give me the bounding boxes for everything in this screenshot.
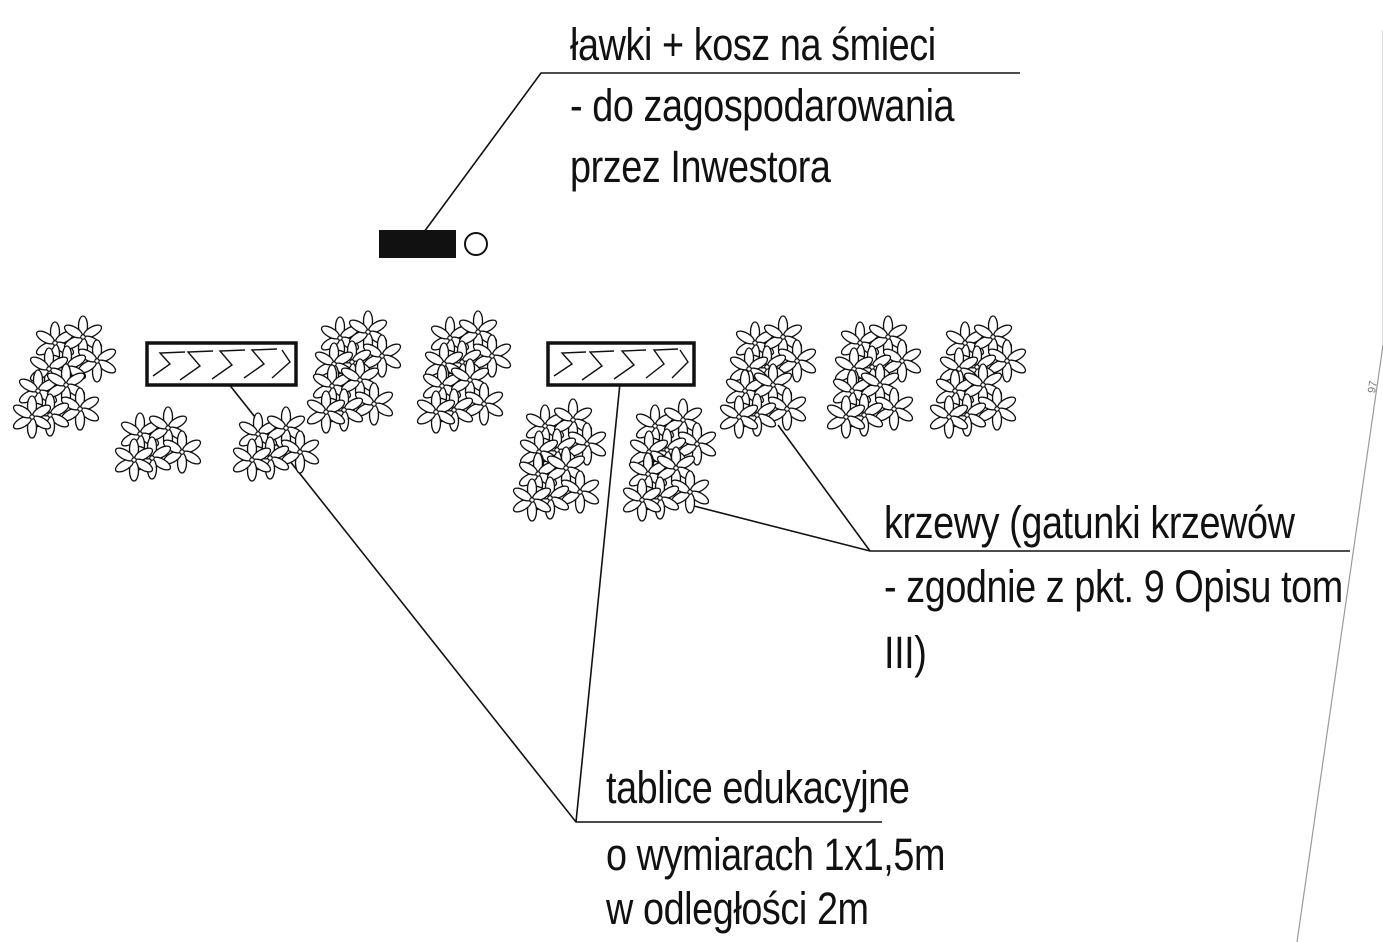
shrubs-leader-2	[777, 424, 871, 552]
boards-label-line3: w odległości 2m	[606, 883, 869, 934]
shrub-symbol	[12, 364, 101, 438]
bench-symbol	[379, 230, 456, 258]
benches-leader	[423, 72, 1020, 233]
benches-label-line1: ławki + kosz na śmieci	[570, 19, 936, 70]
shrubs-label-line1: krzewy (gatunki krzewów	[884, 497, 1295, 548]
boards-leader-2	[575, 382, 621, 823]
shrub-symbol	[232, 407, 321, 481]
shrubs-label-line2: - zgodnie z pkt. 9 Opisu tom	[884, 561, 1343, 612]
shrubs-label-line3: III)	[884, 627, 927, 678]
boards-label-line2: o wymiarach 1x1,5m	[606, 829, 946, 880]
plot-boundary-line	[1296, 344, 1383, 942]
shrub-symbol	[114, 407, 203, 481]
boards-label-line1: tablice edukacyjne	[606, 762, 910, 813]
benches-label-line2: - do zagospodarowania	[570, 80, 955, 131]
benches-label-line3: przez Inwestora	[570, 141, 831, 192]
leader-lines	[227, 72, 1350, 823]
education-board-1	[145, 341, 298, 387]
trash-bin-symbol	[464, 232, 488, 256]
parcel-number: 97	[1366, 379, 1380, 395]
education-board-2	[546, 341, 696, 387]
